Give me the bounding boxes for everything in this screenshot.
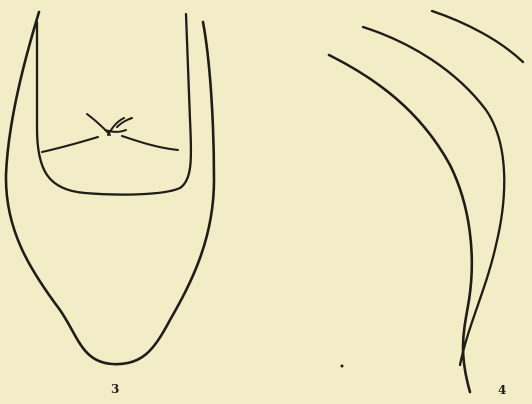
- figure-4-top-stroke: [432, 11, 523, 62]
- figure-3: [6, 12, 214, 364]
- figure-3-cross-marks: [87, 114, 132, 135]
- figure-3-number: 3: [111, 382, 119, 396]
- figure-4-inner-curve: [363, 27, 504, 365]
- figure-4: [329, 11, 523, 392]
- figure-3-crossbar: [42, 136, 178, 152]
- stray-dot-mark: [341, 365, 344, 368]
- figure-3-inner-u: [37, 14, 191, 195]
- figure-4-number: 4: [498, 383, 506, 397]
- figure-4-outer-curve: [329, 55, 472, 392]
